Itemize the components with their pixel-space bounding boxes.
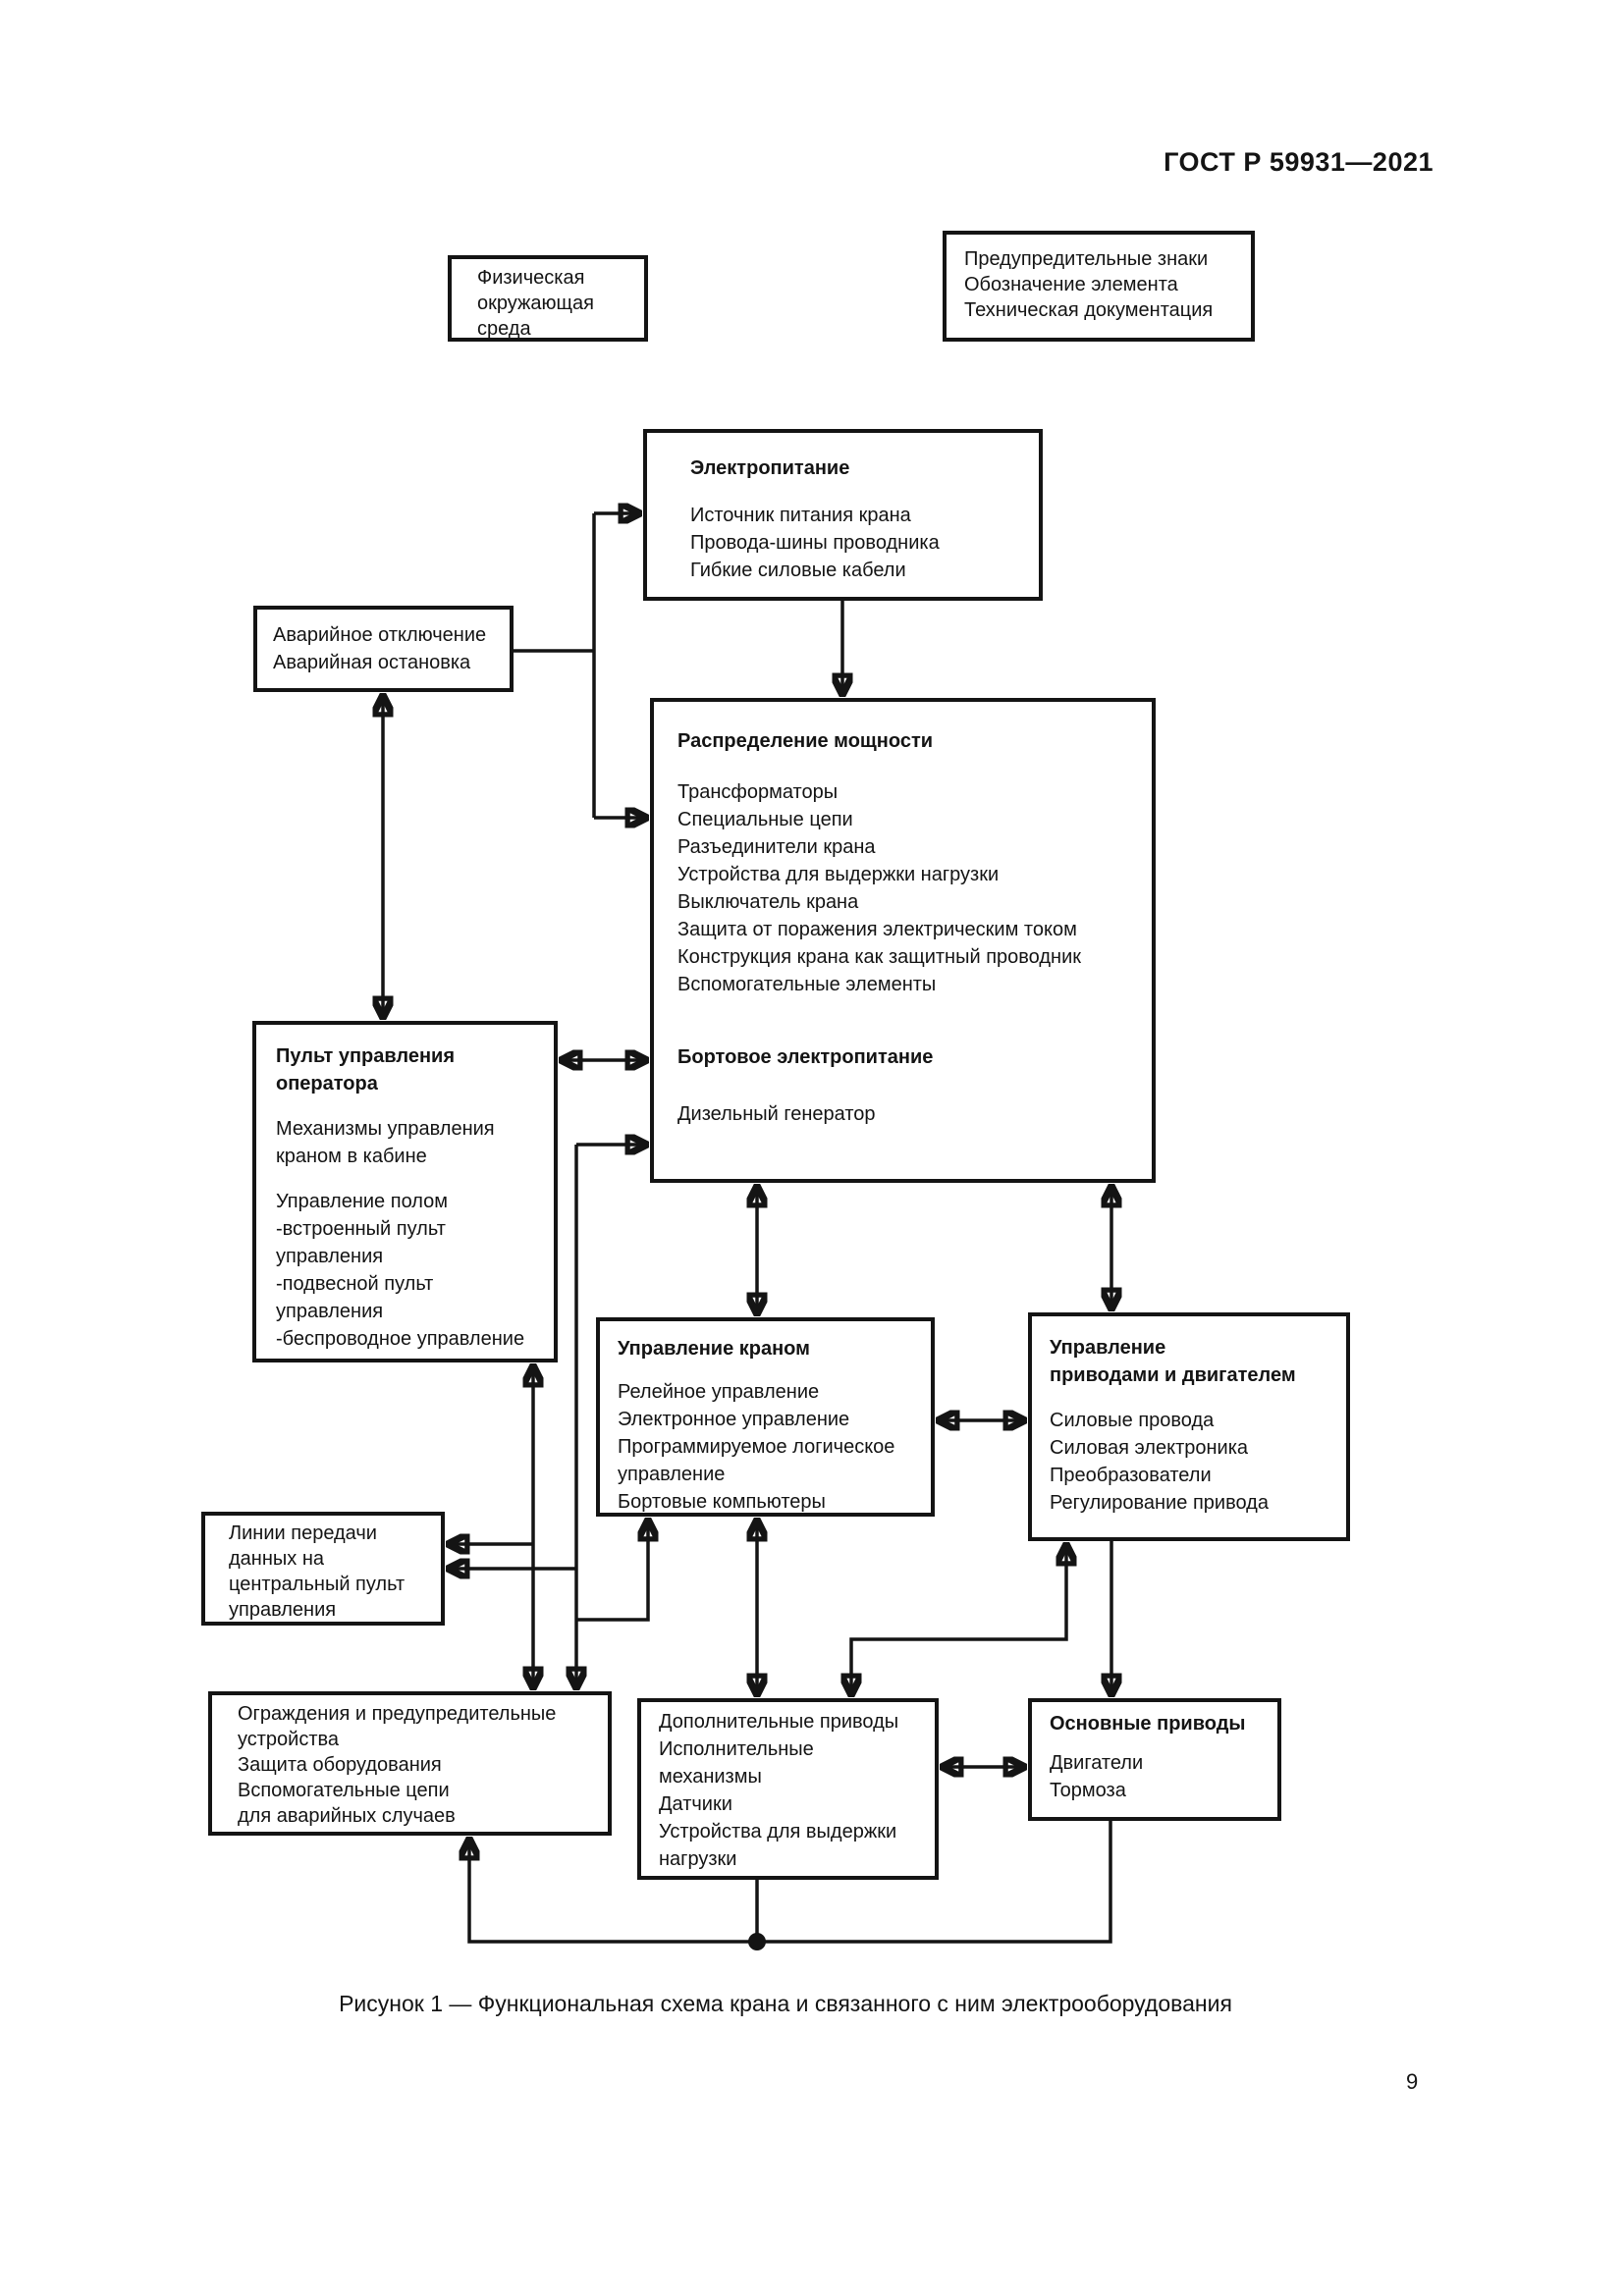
box-warning-signs: Предупредительные знаки Обозначение элем…	[943, 231, 1255, 342]
text-line: Дизельный генератор	[677, 1103, 876, 1125]
box-subtitle: Бортовое электропитание	[677, 1046, 934, 1068]
text-line: краном в кабине	[276, 1146, 427, 1167]
text-line: Обозначение элемента	[964, 274, 1178, 295]
box-title: приводами и двигателем	[1050, 1364, 1296, 1386]
text-line: Физическая	[477, 267, 585, 289]
box-title: оператора	[276, 1073, 378, 1095]
text-line: Конструкция крана как защитный проводник	[677, 946, 1082, 968]
box-physical-environment: Физическая окружающая среда	[448, 255, 648, 342]
box-data-lines: Линии передачи данных на центральный пул…	[201, 1512, 445, 1626]
text-line: Механизмы управления	[276, 1118, 495, 1140]
box-drive-motor-control: Управление приводами и двигателем Силовы…	[1028, 1312, 1350, 1541]
connector-drive-additional	[851, 1546, 1066, 1693]
text-line: управление	[618, 1464, 726, 1485]
text-line: Преобразователи	[1050, 1465, 1212, 1486]
text-line: нагрузки	[659, 1848, 737, 1870]
box-emergency-shutdown: Аварийное отключение Аварийная остановка	[253, 606, 514, 692]
text-line: Электронное управление	[618, 1409, 850, 1430]
text-line: Дополнительные приводы	[659, 1711, 899, 1733]
text-line: Релейное управление	[618, 1381, 820, 1403]
text-line: Провода-шины проводника	[690, 532, 940, 554]
text-line: Разъединители крана	[677, 836, 876, 858]
text-line: Тормоза	[1050, 1780, 1126, 1801]
box-main-drives: Основные приводы Двигатели Тормоза	[1028, 1698, 1281, 1821]
junction-dot	[748, 1933, 766, 1950]
text-line: среда	[477, 318, 531, 340]
connector-bus2-to-crane-control	[576, 1522, 648, 1622]
text-line: Источник питания крана	[690, 505, 911, 526]
text-line: Управление полом	[276, 1191, 449, 1212]
box-title: Электропитание	[690, 457, 850, 479]
text-line: центральный пульт	[229, 1574, 406, 1595]
box-title: Управление краном	[618, 1338, 810, 1360]
text-line: -встроенный пульт	[276, 1218, 446, 1240]
text-line: управления	[276, 1246, 384, 1267]
box-power-distribution: Распределение мощности Трансформаторы Сп…	[650, 698, 1156, 1183]
page-number: 9	[1406, 2069, 1419, 2094]
text-line: Датчики	[659, 1793, 732, 1815]
text-line: Аварийная остановка	[273, 652, 471, 673]
text-line: Регулирование привода	[1050, 1492, 1269, 1514]
text-line: Специальные цепи	[677, 809, 853, 830]
text-line: окружающая	[477, 293, 594, 314]
text-line: Трансформаторы	[677, 781, 839, 803]
box-title: Распределение мощности	[677, 730, 934, 752]
text-line: управления	[229, 1599, 337, 1621]
text-line: Вспомогательные цепи	[238, 1780, 450, 1801]
text-line: Бортовые компьютеры	[618, 1491, 826, 1513]
box-guards-protection: Ограждения и предупредительные устройств…	[208, 1691, 612, 1836]
text-line: Силовые провода	[1050, 1410, 1215, 1431]
text-line: -беспроводное управление	[276, 1328, 525, 1350]
text-line: Предупредительные знаки	[964, 248, 1209, 270]
box-title: Пульт управления	[276, 1045, 456, 1067]
text-line: Ограждения и предупредительные	[238, 1703, 557, 1725]
text-line: Двигатели	[1050, 1752, 1144, 1774]
text-line: Исполнительные	[659, 1738, 814, 1760]
box-power-supply: Электропитание Источник питания крана Пр…	[643, 429, 1043, 601]
text-line: Вспомогательные элементы	[677, 974, 937, 995]
text-line: управления	[276, 1301, 384, 1322]
text-line: Гибкие силовые кабели	[690, 560, 906, 581]
text-line: данных на	[229, 1548, 324, 1570]
text-line: Техническая документация	[964, 299, 1214, 321]
text-line: Устройства для выдержки	[659, 1821, 897, 1842]
text-line: -подвесной пульт	[276, 1273, 434, 1295]
text-line: Выключатель крана	[677, 891, 859, 913]
box-crane-control: Управление краном Релейное управление Эл…	[596, 1317, 935, 1517]
box-title: Управление	[1050, 1337, 1166, 1359]
text-line: Защита оборудования	[238, 1754, 442, 1776]
text-line: механизмы	[659, 1766, 762, 1788]
text-line: Программируемое логическое	[618, 1436, 895, 1458]
figure-caption: Рисунок 1 — Функциональная схема крана и…	[339, 1991, 1232, 2016]
box-title: Основные приводы	[1050, 1713, 1246, 1735]
text-line: Защита от поражения электрическим током	[677, 919, 1077, 940]
text-line: Линии передачи	[229, 1522, 377, 1544]
text-line: Устройства для выдержки нагрузки	[677, 864, 1000, 885]
box-additional-drives: Дополнительные приводы Исполнительные ме…	[637, 1698, 939, 1880]
text-line: Силовая электроника	[1050, 1437, 1249, 1459]
box-operator-console: Пульт управления оператора Механизмы упр…	[252, 1021, 558, 1362]
text-line: Аварийное отключение	[273, 624, 487, 646]
text-line: для аварийных случаев	[238, 1805, 456, 1827]
text-line: устройства	[238, 1729, 340, 1750]
page-title: ГОСТ Р 59931—2021	[1164, 147, 1434, 177]
